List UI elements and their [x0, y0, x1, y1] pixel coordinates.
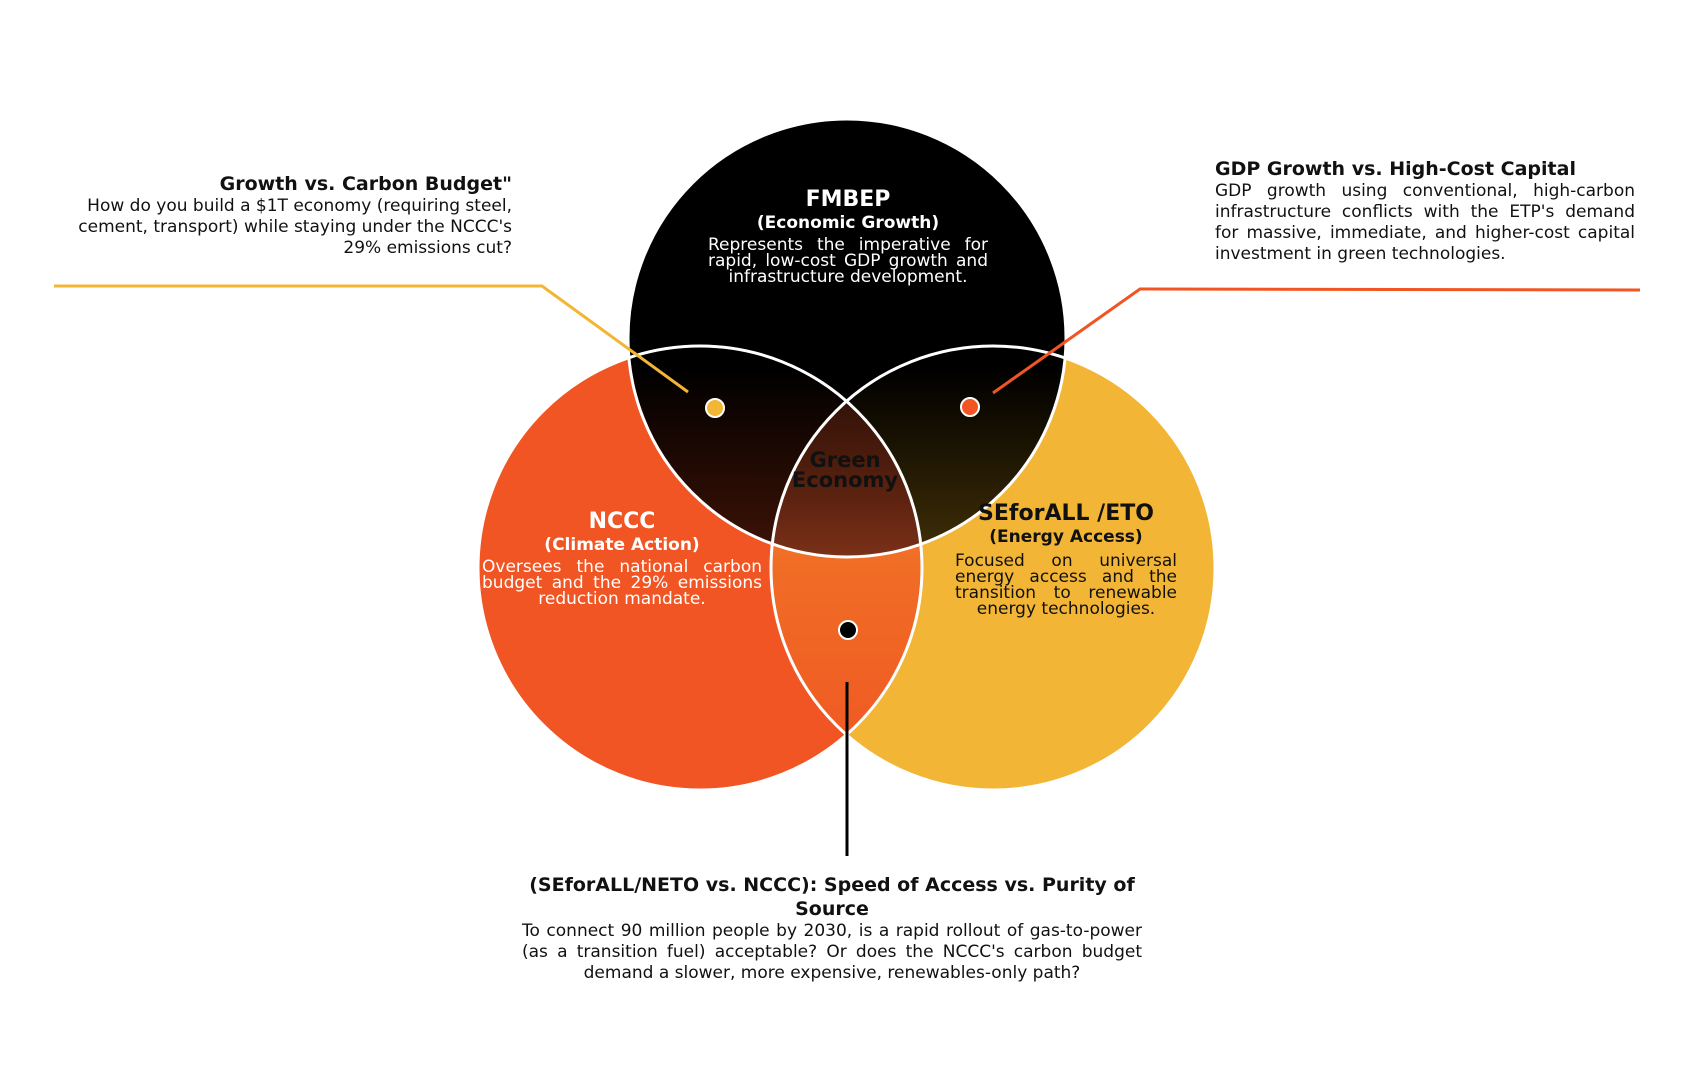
center-label: Green Economy: [770, 448, 920, 492]
circle-left-description: Oversees the national carbon budget and …: [482, 557, 762, 609]
callout-bottom: (SEforALL/NETO vs. NCCC): Speed of Acces…: [522, 873, 1142, 984]
callout-left-line3: 29% emissions cut?: [343, 238, 512, 258]
callout-right-body: GDP growth using conventional, high-carb…: [1215, 181, 1635, 264]
callout-bottom-body: To connect 90 million people by 2030, is…: [522, 921, 1142, 983]
circle-top-label: FMBEP (Economic Growth) Represents the i…: [708, 186, 988, 287]
marker-top-left: [705, 398, 725, 418]
circle-left-title: NCCC: [588, 509, 656, 534]
center-label-line1: Green: [809, 448, 881, 472]
leader-line-right: [992, 287, 1641, 395]
marker-top-right: [960, 397, 980, 417]
circle-left-label: NCCC (Climate Action) Oversees the natio…: [482, 508, 762, 609]
center-label-line2: Economy: [791, 468, 899, 492]
callout-right: GDP Growth vs. High-Cost Capital GDP gro…: [1215, 157, 1635, 265]
circle-top-description: Represents the imperative for rapid, low…: [708, 235, 988, 287]
callout-left-line1: How do you build a $1T economy (requirin…: [87, 196, 512, 216]
leader-line-left: [54, 284, 689, 394]
callout-right-heading: GDP Growth vs. High-Cost Capital: [1215, 158, 1576, 180]
overlap-center: [771, 346, 922, 557]
circle-left-outline: [476, 344, 924, 792]
circle-right-description: Focused on universal energy access and t…: [955, 551, 1177, 619]
circle-top-title: FMBEP: [805, 187, 891, 212]
callout-left: Growth vs. Carbon Budget" How do you bui…: [52, 172, 512, 259]
callout-left-line2: cement, transport) while staying under t…: [78, 217, 512, 237]
callout-bottom-heading: (SEforALL/NETO vs. NCCC): Speed of Acces…: [529, 874, 1135, 920]
circle-right-title: SEforALL /ETO: [978, 501, 1154, 526]
marker-bottom: [838, 620, 858, 640]
circle-left-subtitle: (Climate Action): [544, 535, 700, 555]
callout-left-heading: Growth vs. Carbon Budget": [219, 173, 512, 195]
circle-top-subtitle: (Economic Growth): [756, 213, 940, 233]
circle-top-outline: [626, 117, 1068, 559]
circle-right-label: SEforALL /ETO (Energy Access) Focused on…: [955, 500, 1177, 619]
circle-right-subtitle: (Energy Access): [989, 527, 1143, 547]
circle-right-outline: [769, 344, 1217, 792]
